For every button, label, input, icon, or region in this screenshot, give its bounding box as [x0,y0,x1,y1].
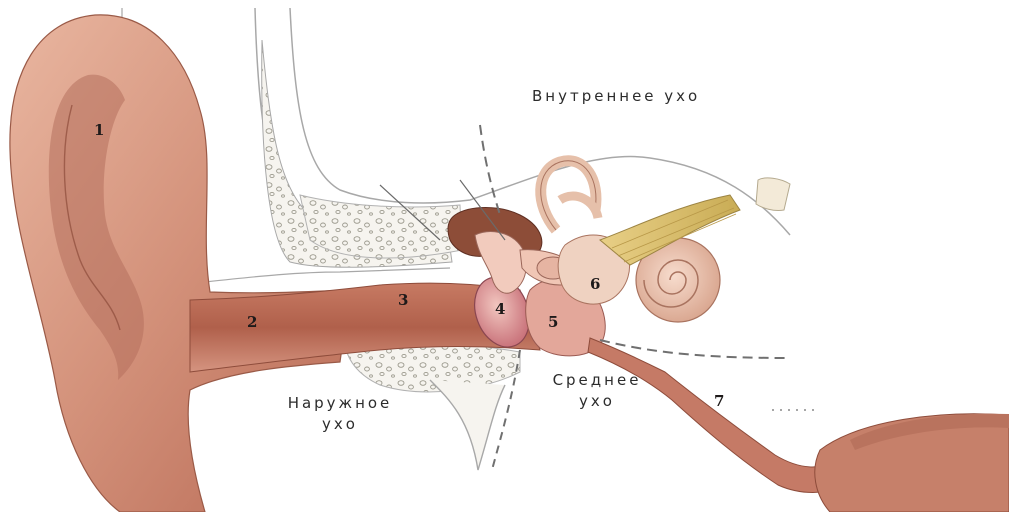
marker-5: 5 [548,313,558,331]
marker-6: 6 [590,275,600,293]
inner-ear-label: Внутреннее ухо [532,86,700,107]
middle-ear-label-line2: ухо [532,391,662,412]
marker-7: 7 [714,392,724,410]
outer-ear-label: Наружное ухо [270,393,410,435]
marker-1: 1 [94,121,104,139]
middle-ear-label-line1: Среднее [532,370,662,391]
marker-4: 4 [495,300,505,318]
marker-2: 2 [247,313,257,331]
middle-ear-label: Среднее ухо [532,370,662,412]
inner-ear-label-text: Внутреннее ухо [532,86,700,107]
marker-3: 3 [398,291,408,309]
outer-ear-label-line1: Наружное [270,393,410,414]
outer-ear-label-line2: ухо [270,414,410,435]
